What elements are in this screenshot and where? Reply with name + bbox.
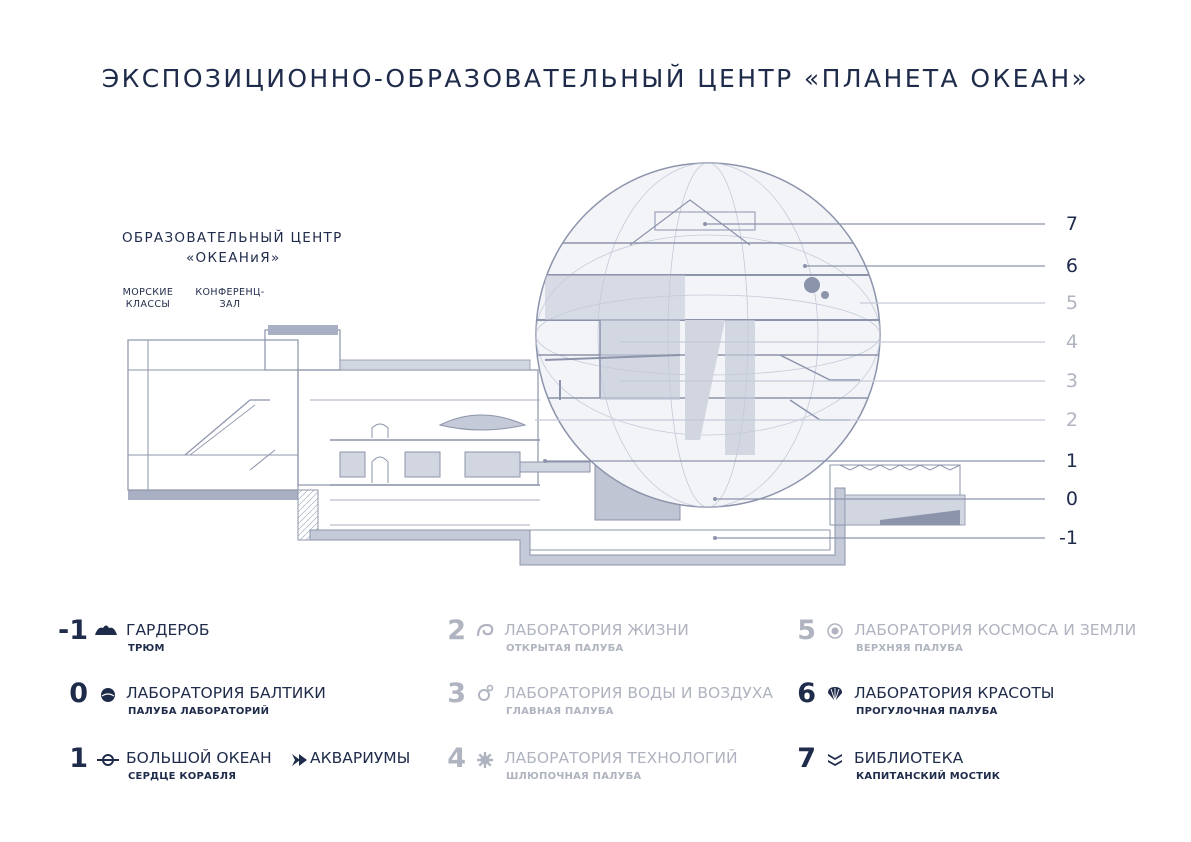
legend-item-5: 5 ЛАБОРАТОРИЯ КОСМОСА И ЗЕМЛИ ВЕРХНЯЯ ПА… xyxy=(780,614,1160,664)
legend-subtitle: КАПИТАНСКИЙ МОСТИК xyxy=(856,771,1001,782)
book-icon xyxy=(828,754,842,766)
ocean-icon xyxy=(97,754,119,766)
page-title: ЭКСПОЗИЦИОННО-ОБРАЗОВАТЕЛЬНЫЙ ЦЕНТР «ПЛА… xyxy=(101,64,1090,93)
legend-item-2: 2 ЛАБОРАТОРИЯ ЖИЗНИ ОТКРЫТАЯ ПАЛУБА xyxy=(430,614,760,664)
legend-item-4: 4 ЛАБОРАТОРИЯ ТЕХНОЛОГИЙ ШЛЮПОЧНАЯ ПАЛУБ… xyxy=(430,742,770,792)
legend-item-minus1: -1 ГАРДЕРОБ ТРЮМ xyxy=(52,614,352,664)
legend-title: ЛАБОРАТОРИЯ ЖИЗНИ xyxy=(504,621,689,639)
floor-number-1: 1 xyxy=(1065,450,1078,472)
legend-title: ЛАБОРАТОРИЯ БАЛТИКИ xyxy=(126,684,326,702)
legend-title: ЛАБОРАТОРИЯ ВОДЫ И ВОЗДУХА xyxy=(504,684,773,702)
aquariums-label: АКВАРИУМЫ xyxy=(310,749,411,767)
education-center-line1: ОБРАЗОВАТЕЛЬНЫЙ ЦЕНТР xyxy=(122,230,343,246)
floor-number-0: 0 xyxy=(1065,488,1078,510)
legend-number: 3 xyxy=(447,678,466,709)
baltic-icon xyxy=(101,688,115,702)
ground-slab-left xyxy=(128,490,298,500)
sea-classes-label: МОРСКИЕ КЛАССЫ xyxy=(122,287,174,310)
legend-number: 6 xyxy=(797,678,816,709)
floor-number-2: 2 xyxy=(1065,409,1078,431)
floor-number-3: 3 xyxy=(1065,370,1078,392)
planet-icon xyxy=(827,623,843,639)
education-center-title: ОБРАЗОВАТЕЛЬНЫЙ ЦЕНТР «ОКЕАНиЯ» xyxy=(122,228,362,268)
legend-subtitle: ПРОГУЛОЧНАЯ ПАЛУБА xyxy=(856,706,998,717)
legend-number: 2 xyxy=(447,615,466,646)
legend-item-0: 0 ЛАБОРАТОРИЯ БАЛТИКИ ПАЛУБА ЛАБОРАТОРИЙ xyxy=(52,677,352,727)
education-center-line2: «ОКЕАНиЯ» xyxy=(186,250,281,266)
legend-item-7: 7 БИБЛИОТЕКА КАПИТАНСКИЙ МОСТИК xyxy=(780,742,1120,792)
legend-subtitle: ВЕРХНЯЯ ПАЛУБА xyxy=(856,643,964,654)
legend-number: -1 xyxy=(58,615,88,646)
legend-number: 0 xyxy=(69,678,88,709)
legend-subtitle: ОТКРЫТАЯ ПАЛУБА xyxy=(506,643,624,654)
legend-subtitle: ПАЛУБА ЛАБОРАТОРИЙ xyxy=(128,706,270,717)
legend-subtitle: ШЛЮПОЧНАЯ ПАЛУБА xyxy=(506,771,642,782)
legend-item-1: 1 БОЛЬШОЙ ОКЕАН АКВАРИУМЫ СЕРДЦЕ КОРАБЛЯ xyxy=(52,742,432,792)
legend-number: 5 xyxy=(797,615,816,646)
conference-hall-label: КОНФЕРЕНЦ- ЗАЛ xyxy=(195,287,265,310)
legend-subtitle: СЕРДЦЕ КОРАБЛЯ xyxy=(128,771,237,782)
legend-title: ЛАБОРАТОРИЯ КРАСОТЫ xyxy=(854,684,1055,702)
legend-number: 4 xyxy=(447,743,466,774)
legend-title: БИБЛИОТЕКА xyxy=(854,749,964,767)
floor-leader-lines xyxy=(535,223,1045,539)
foundation-left xyxy=(297,489,319,541)
shell-icon xyxy=(476,623,494,637)
legend-item-3: 3 ЛАБОРАТОРИЯ ВОДЫ И ВОЗДУХА ГЛАВНАЯ ПАЛ… xyxy=(430,677,773,727)
whale-skeleton xyxy=(438,414,527,431)
floor-number-6: 6 xyxy=(1065,255,1078,277)
floor-number-minus1: -1 xyxy=(1059,527,1078,549)
floor-number-4: 4 xyxy=(1065,331,1078,353)
floor-number-5: 5 xyxy=(1065,292,1078,314)
bubbles-icon xyxy=(478,684,494,701)
legend-subtitle: ГЛАВНАЯ ПАЛУБА xyxy=(506,706,614,717)
legend-number: 7 xyxy=(797,743,816,774)
left-building xyxy=(127,339,299,491)
fish-icon xyxy=(292,754,307,766)
legend-title: ЛАБОРАТОРИЯ КОСМОСА И ЗЕМЛИ xyxy=(854,621,1137,639)
floor-number-7: 7 xyxy=(1065,213,1078,235)
gear-icon xyxy=(477,752,493,768)
legend-title: ГАРДЕРОБ xyxy=(126,621,210,639)
scallop-icon xyxy=(828,687,842,702)
wardrobe-icon xyxy=(95,625,117,635)
legend-title: ЛАБОРАТОРИЯ ТЕХНОЛОГИЙ xyxy=(504,749,738,767)
legend-title: БОЛЬШОЙ ОКЕАН xyxy=(126,749,272,767)
legend-item-6: 6 ЛАБОРАТОРИЯ КРАСОТЫ ПРОГУЛОЧНАЯ ПАЛУБА xyxy=(780,677,1120,727)
legend-number: 1 xyxy=(69,743,88,774)
legend-subtitle: ТРЮМ xyxy=(128,643,165,654)
